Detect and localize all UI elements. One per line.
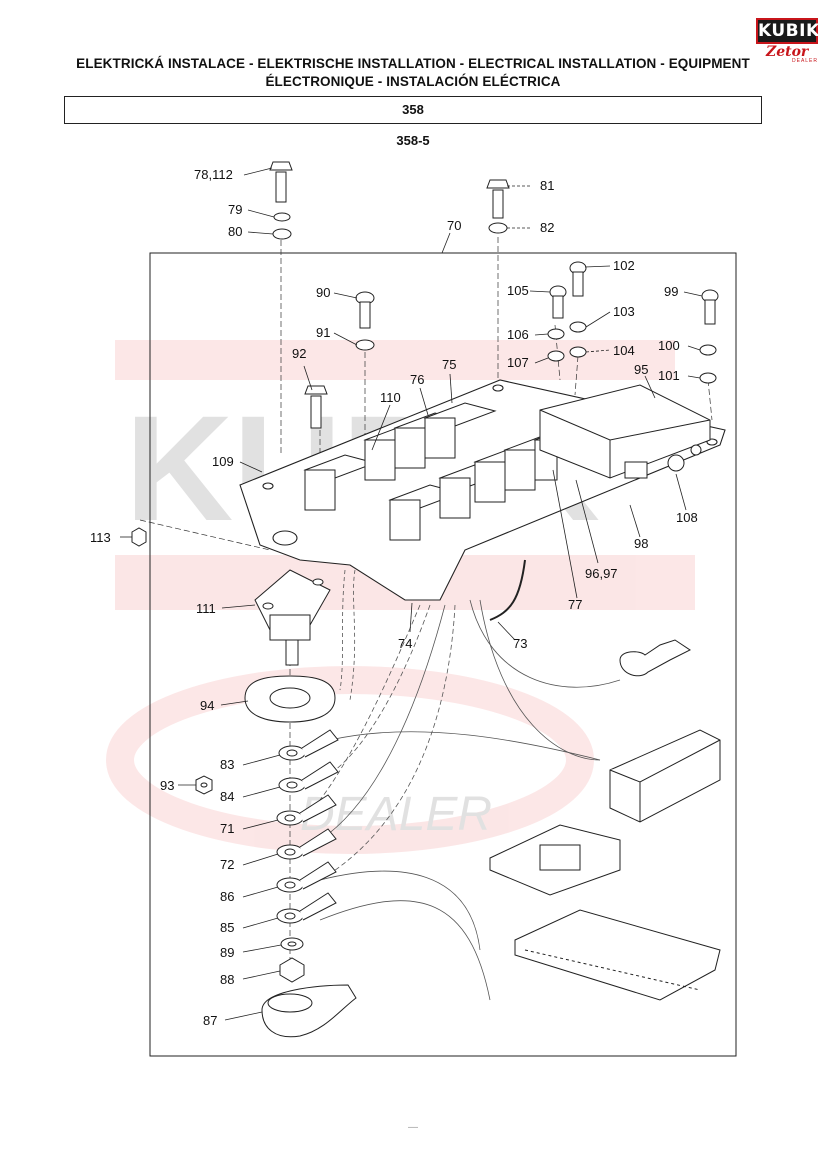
callout-72: 72 xyxy=(220,857,234,872)
logo-sub: DEALER xyxy=(792,58,819,64)
bolt-105 xyxy=(547,285,567,362)
callout-77: 77 xyxy=(568,597,582,612)
callout-70: 70 xyxy=(447,218,461,233)
callout-79: 79 xyxy=(228,202,242,217)
callout-105: 105 xyxy=(507,283,529,298)
callout-78-112: 78,112 xyxy=(194,167,233,182)
bolt-90 xyxy=(355,291,375,351)
subsection-number: 358-5 xyxy=(396,133,430,148)
callout-75: 75 xyxy=(442,357,456,372)
callout-101: 101 xyxy=(658,368,680,383)
callout-103: 103 xyxy=(613,304,635,319)
flange-94 xyxy=(244,675,336,723)
battery xyxy=(609,729,721,823)
callout-84: 84 xyxy=(220,789,234,804)
callout-90: 90 xyxy=(316,285,330,300)
callout-108: 108 xyxy=(676,510,698,525)
callout-81: 81 xyxy=(540,178,554,193)
callout-99: 99 xyxy=(664,284,678,299)
bolt-81 xyxy=(486,179,510,234)
watermark-sub: DEALER xyxy=(300,788,492,841)
callout-80: 80 xyxy=(228,224,242,239)
callout-73: 73 xyxy=(513,636,527,651)
callout-104: 104 xyxy=(613,343,635,358)
title-line-1: ELEKTRICKÁ INSTALACE - ELEKTRISCHE INSTA… xyxy=(76,56,750,71)
control-module xyxy=(539,384,711,479)
callout-106: 106 xyxy=(507,327,529,342)
logo-kubik: KUBIK xyxy=(756,18,819,44)
section-number-box: 358 xyxy=(64,96,762,124)
callout-labels: 78,112 79 80 81 82 70 90 91 92 102 105 1… xyxy=(90,167,698,1028)
callout-109: 109 xyxy=(212,454,234,469)
nut-113 xyxy=(131,527,147,547)
page-title: ELEKTRICKÁ INSTALACE - ELEKTRISCHE INSTA… xyxy=(60,55,766,91)
bolt-78 xyxy=(269,161,293,240)
callout-107: 107 xyxy=(507,355,529,370)
title-line-2: ÉLECTRONIQUE - INSTALACIÓN ELÉCTRICA xyxy=(265,74,561,89)
callout-102: 102 xyxy=(613,258,635,273)
leader-lines xyxy=(120,167,703,1021)
small-hardware xyxy=(195,775,357,1038)
callout-86: 86 xyxy=(220,889,234,904)
diagram-frame xyxy=(149,252,737,1057)
switch-part xyxy=(619,639,691,677)
callout-98: 98 xyxy=(634,536,648,551)
callout-82: 82 xyxy=(540,220,554,235)
ring-terminals xyxy=(276,729,339,924)
callout-95: 95 xyxy=(634,362,648,377)
socket-111 xyxy=(254,569,331,666)
callout-83: 83 xyxy=(220,757,234,772)
bolt-102 xyxy=(569,261,587,358)
callout-94: 94 xyxy=(200,698,214,713)
callout-100: 100 xyxy=(658,338,680,353)
callout-93: 93 xyxy=(160,778,174,793)
callout-113: 113 xyxy=(90,530,111,545)
dealer-logo: KUBIK Zetor DEALER xyxy=(752,14,819,66)
callout-74: 74 xyxy=(398,636,412,651)
callout-89: 89 xyxy=(220,945,234,960)
callout-92: 92 xyxy=(292,346,306,361)
callout-71: 71 xyxy=(220,821,234,836)
callout-91: 91 xyxy=(316,325,330,340)
bolt-92 xyxy=(304,385,328,429)
page-number: — xyxy=(408,1122,418,1133)
callout-96-97: 96,97 xyxy=(585,566,618,581)
callout-76: 76 xyxy=(410,372,424,387)
wire-harness xyxy=(319,569,621,1001)
callout-87: 87 xyxy=(203,1013,217,1028)
logo-brand: Zetor xyxy=(766,44,809,60)
callout-85: 85 xyxy=(220,920,234,935)
circuit-board-1 xyxy=(489,824,621,896)
callout-88: 88 xyxy=(220,972,234,987)
bolt-99 xyxy=(699,289,719,384)
wire-73 xyxy=(489,559,526,621)
callout-111: 111 xyxy=(196,601,216,616)
callout-110: 110 xyxy=(380,390,401,405)
circuit-board-2 xyxy=(514,909,721,1001)
